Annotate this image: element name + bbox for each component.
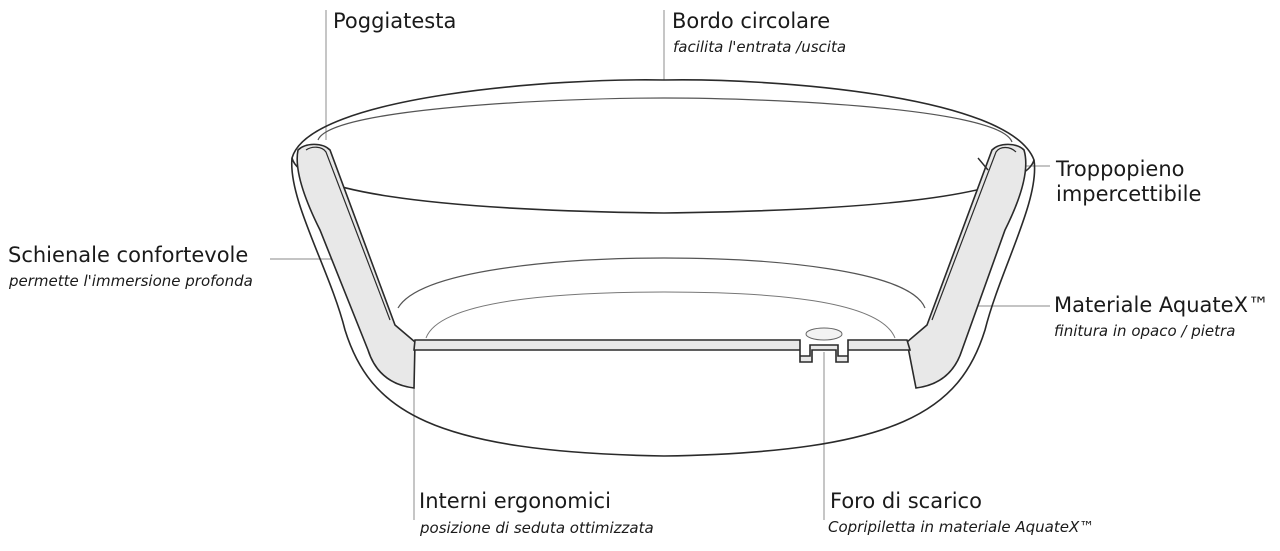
backrest-subtitle: permette l'immersione profonda bbox=[8, 272, 253, 290]
floor-section bbox=[413, 339, 912, 363]
leader-lines bbox=[270, 10, 1050, 520]
material-subtitle: finitura in opaco / pietra bbox=[1054, 322, 1235, 340]
headrest-title: Poggiatesta bbox=[333, 9, 456, 33]
label-backrest: Schienale confortevole permette l'immers… bbox=[8, 243, 253, 290]
drain-title: Foro di scarico bbox=[830, 489, 982, 513]
rim-subtitle: facilita l'entrata /uscita bbox=[673, 38, 846, 56]
interior-subtitle: posizione di seduta ottimizzata bbox=[419, 519, 654, 537]
interior-title: Interni ergonomici bbox=[419, 489, 611, 513]
label-interior: Interni ergonomici posizione di seduta o… bbox=[419, 489, 654, 537]
label-rim: Bordo circolare facilita l'entrata /usci… bbox=[672, 9, 846, 56]
rim-top-edge bbox=[291, 157, 1035, 214]
overflow-slot bbox=[977, 157, 989, 171]
bathtub-shell bbox=[291, 79, 1036, 457]
right-wall-section bbox=[906, 143, 1027, 389]
left-wall-section bbox=[296, 143, 416, 389]
basin-far-edge bbox=[397, 257, 926, 309]
rim-inner-oval bbox=[317, 97, 1013, 143]
label-material: Materiale AquateX™ finitura in opaco / p… bbox=[1054, 293, 1269, 340]
overflow-title-line1: Troppopieno bbox=[1055, 157, 1185, 181]
drain-subtitle: Copripiletta in materiale AquateX™ bbox=[828, 518, 1094, 536]
backrest-title: Schienale confortevole bbox=[8, 243, 248, 267]
basin-inner-edge bbox=[425, 291, 896, 339]
overflow-title-line2: impercettibile bbox=[1056, 182, 1201, 206]
label-drain: Foro di scarico Copripiletta in material… bbox=[828, 489, 1094, 536]
label-overflow: Troppopieno impercettibile bbox=[1055, 157, 1201, 206]
material-title: Materiale AquateX™ bbox=[1054, 293, 1269, 317]
rim-title: Bordo circolare bbox=[672, 9, 830, 33]
tub-outer-body bbox=[291, 79, 1036, 457]
drain-cover bbox=[805, 327, 843, 341]
label-headrest: Poggiatesta bbox=[333, 9, 456, 33]
